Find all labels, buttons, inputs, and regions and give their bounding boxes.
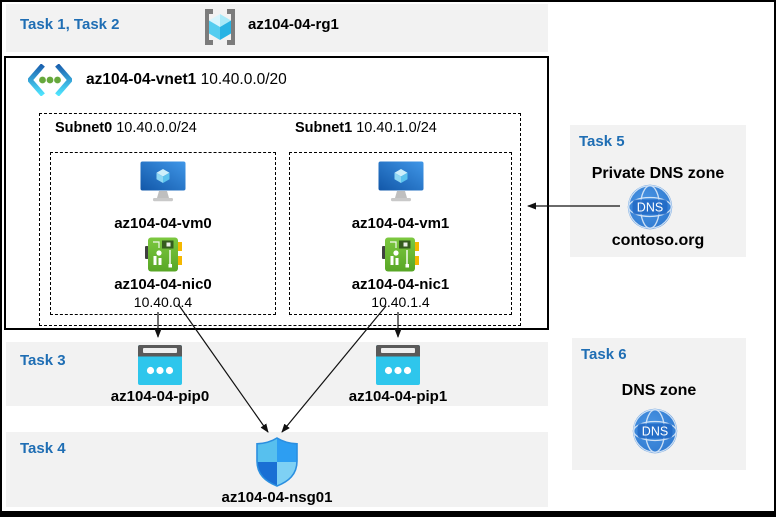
private-dns-zone-title: Private DNS zone (591, 165, 725, 182)
vm1-name: az104-04-vm1 (351, 215, 450, 232)
virtual-machine-icon (378, 161, 423, 202)
resource-group-band: Task 1, Task 2 az104-04-rg1 (6, 4, 548, 52)
vnet-title: az104-04-vnet1 10.40.0.0/20 (86, 71, 287, 89)
vm0-name: az104-04-vm0 (114, 215, 212, 232)
virtual-machine-icon (140, 161, 186, 202)
dns-zone-title: DNS zone (621, 382, 697, 399)
resource-group-name: az104-04-rg1 (248, 16, 339, 33)
network-interface-icon (144, 237, 182, 272)
task-1-2-label: Task 1, Task 2 (20, 16, 120, 33)
public-ip-icon (138, 345, 182, 385)
network-security-group-icon (256, 437, 298, 487)
nsg-group: az104-04-nsg01 (197, 437, 357, 506)
dns-globe-icon: DNS (627, 184, 673, 230)
nic0-name: az104-04-nic0 (114, 276, 212, 293)
nsg-name: az104-04-nsg01 (221, 489, 333, 506)
nic0-ip: 10.40.0.4 (133, 294, 193, 310)
virtual-network-icon (28, 64, 72, 96)
task3-band: Task 3 (6, 342, 548, 406)
task-4-label: Task 4 (20, 440, 66, 457)
dns-globe-icon: DNS (632, 408, 678, 454)
task-6-label: Task 6 (581, 346, 627, 363)
vnet-name: az104-04-vnet1 (86, 71, 197, 88)
subnets-container (39, 113, 521, 326)
subnet1-cidr: 10.40.1.0/24 (356, 120, 437, 136)
resource-group-icon (205, 9, 235, 45)
task-5-label: Task 5 (579, 133, 625, 150)
pip0-name: az104-04-pip0 (110, 388, 210, 405)
private-dns-zone-name: contoso.org (611, 232, 705, 249)
pip0-group: az104-04-pip0 (80, 345, 240, 405)
dns-icon-text: DNS (642, 425, 668, 439)
subnet1-vm-group: az104-04-vm1 az104- (289, 152, 512, 315)
task5-panel: Task 5 Private DNS zone DNS contoso.org (570, 125, 746, 257)
task6-panel: Task 6 DNS zone DNS (572, 338, 746, 470)
subnet0-label: Subnet0 10.40.0.0/24 (55, 120, 197, 136)
public-ip-icon (376, 345, 420, 385)
subnet0-vm-group: az104-04-vm0 az104- (50, 152, 276, 315)
dns-icon-text: DNS (637, 201, 663, 215)
network-interface-icon (382, 237, 419, 272)
vnet-cidr: 10.40.0.0/20 (200, 71, 287, 88)
subnet1-label: Subnet1 10.40.1.0/24 (295, 120, 437, 136)
subnet0-cidr: 10.40.0.0/24 (116, 120, 197, 136)
task-3-label: Task 3 (20, 352, 66, 369)
vnet-header: az104-04-vnet1 10.40.0.0/20 (28, 64, 287, 96)
pip1-name: az104-04-pip1 (348, 388, 448, 405)
nic1-name: az104-04-nic1 (351, 276, 450, 293)
pip1-group: az104-04-pip1 (318, 345, 478, 405)
subnet1-name: Subnet1 (295, 120, 353, 136)
subnet0-name: Subnet0 (55, 120, 113, 136)
nic1-ip: 10.40.1.4 (371, 294, 430, 310)
vnet-box: az104-04-vnet1 10.40.0.0/20 Subnet0 10.4… (4, 56, 549, 330)
